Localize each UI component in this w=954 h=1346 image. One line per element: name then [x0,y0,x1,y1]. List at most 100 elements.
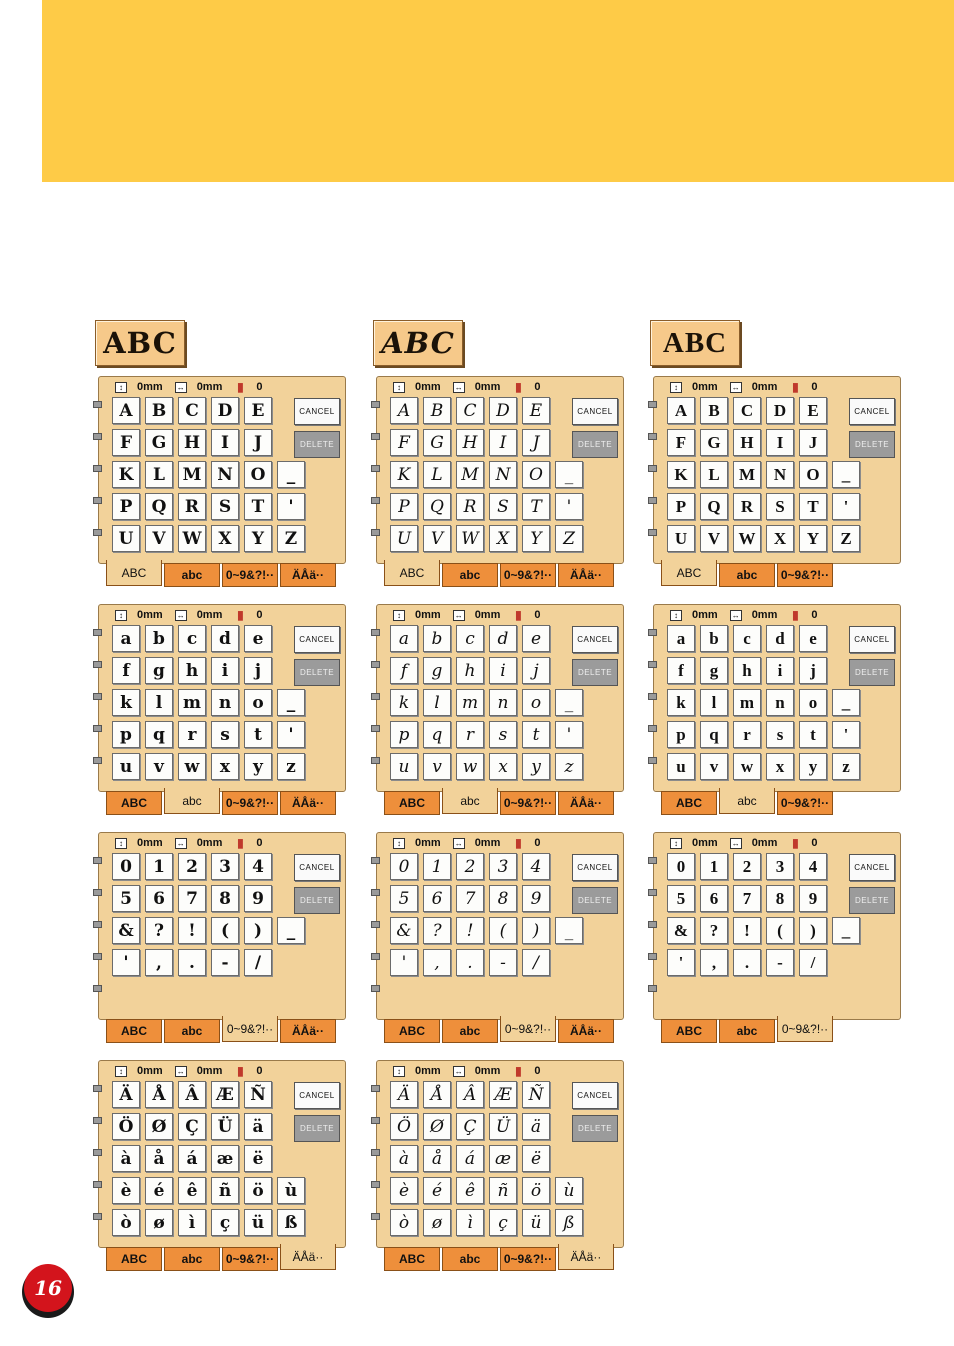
char-key[interactable]: _ [555,689,583,716]
char-key[interactable]: e [799,625,827,652]
cancel-button[interactable]: CANCEL [294,398,340,425]
char-key[interactable]: i [489,657,517,684]
char-key[interactable]: ? [145,917,173,944]
char-key[interactable]: d [489,625,517,652]
char-key[interactable]: A [112,397,140,424]
char-key[interactable]: ? [423,917,451,944]
char-key[interactable]: k [390,689,418,716]
char-key[interactable]: A [390,397,418,424]
tab-symbols[interactable]: 0~9&?!·· [222,563,278,587]
tab-upper[interactable]: ABC [106,791,162,815]
cancel-button[interactable]: CANCEL [294,626,340,653]
tab-upper[interactable]: ABC [384,1019,440,1043]
char-key[interactable]: f [667,657,695,684]
char-key[interactable]: ' [555,721,583,748]
char-key[interactable]: 4 [799,853,827,880]
char-key[interactable]: G [700,429,728,456]
char-key[interactable]: ò [112,1209,140,1236]
tab-lower[interactable]: abc [164,1019,220,1043]
char-key[interactable]: ) [244,917,272,944]
char-key[interactable]: u [112,753,140,780]
char-key[interactable]: D [489,397,517,424]
char-key[interactable]: Ö [390,1113,418,1140]
char-key[interactable]: Ç [178,1113,206,1140]
delete-button[interactable]: DELETE [572,1115,618,1142]
char-key[interactable]: - [211,949,239,976]
tab-upper[interactable]: ABC [661,560,717,586]
char-key[interactable]: ë [244,1145,272,1172]
char-key[interactable]: 0 [112,853,140,880]
char-key[interactable]: K [112,461,140,488]
char-key[interactable]: O [799,461,827,488]
char-key[interactable]: h [456,657,484,684]
char-key[interactable]: ì [178,1209,206,1236]
char-key[interactable]: O [244,461,272,488]
char-key[interactable]: V [700,525,728,552]
char-key[interactable]: ( [211,917,239,944]
char-key[interactable]: r [733,721,761,748]
char-key[interactable]: 5 [390,885,418,912]
char-key[interactable]: 8 [489,885,517,912]
char-key[interactable]: 6 [145,885,173,912]
char-key[interactable]: E [244,397,272,424]
cancel-button[interactable]: CANCEL [849,398,895,425]
char-key[interactable]: 5 [667,885,695,912]
char-key[interactable]: ? [700,917,728,944]
char-key[interactable]: g [423,657,451,684]
char-key[interactable]: 2 [178,853,206,880]
char-key[interactable]: C [733,397,761,424]
char-key[interactable]: j [799,657,827,684]
char-key[interactable]: 3 [211,853,239,880]
cancel-button[interactable]: CANCEL [572,1082,618,1109]
char-key[interactable]: é [423,1177,451,1204]
char-key[interactable]: p [667,721,695,748]
char-key[interactable]: Ü [489,1113,517,1140]
char-key[interactable]: R [733,493,761,520]
char-key[interactable]: ) [799,917,827,944]
tab-lower[interactable]: abc [164,788,220,814]
char-key[interactable]: _ [555,917,583,944]
char-key[interactable]: ( [766,917,794,944]
char-key[interactable]: l [145,689,173,716]
char-key[interactable]: ê [178,1177,206,1204]
tab-symbols[interactable]: 0~9&?!·· [777,563,833,587]
char-key[interactable]: D [766,397,794,424]
char-key[interactable]: ' [390,949,418,976]
char-key[interactable]: Ø [145,1113,173,1140]
char-key[interactable]: n [211,689,239,716]
char-key[interactable]: ä [244,1113,272,1140]
char-key[interactable]: _ [832,689,860,716]
char-key[interactable]: I [489,429,517,456]
char-key[interactable]: J [799,429,827,456]
char-key[interactable]: U [112,525,140,552]
char-key[interactable]: f [112,657,140,684]
char-key[interactable]: / [799,949,827,976]
char-key[interactable]: Ö [112,1113,140,1140]
tab-lower[interactable]: abc [719,788,775,814]
char-key[interactable]: 2 [733,853,761,880]
char-key[interactable]: y [522,753,550,780]
char-key[interactable]: t [799,721,827,748]
char-key[interactable]: X [211,525,239,552]
char-key[interactable]: _ [277,689,305,716]
char-key[interactable]: n [766,689,794,716]
char-key[interactable]: ) [522,917,550,944]
char-key[interactable]: ò [390,1209,418,1236]
char-key[interactable]: N [766,461,794,488]
char-key[interactable]: j [244,657,272,684]
char-key[interactable]: w [178,753,206,780]
char-key[interactable]: F [667,429,695,456]
char-key[interactable]: 0 [667,853,695,880]
char-key[interactable]: 9 [244,885,272,912]
char-key[interactable]: ' [112,949,140,976]
char-key[interactable]: S [211,493,239,520]
char-key[interactable]: T [244,493,272,520]
char-key[interactable]: M [456,461,484,488]
font-style-2-button[interactable]: ABC [373,320,463,366]
char-key[interactable]: M [178,461,206,488]
char-key[interactable]: o [244,689,272,716]
char-key[interactable]: è [390,1177,418,1204]
char-key[interactable]: m [456,689,484,716]
char-key[interactable]: a [390,625,418,652]
char-key[interactable]: 0 [390,853,418,880]
